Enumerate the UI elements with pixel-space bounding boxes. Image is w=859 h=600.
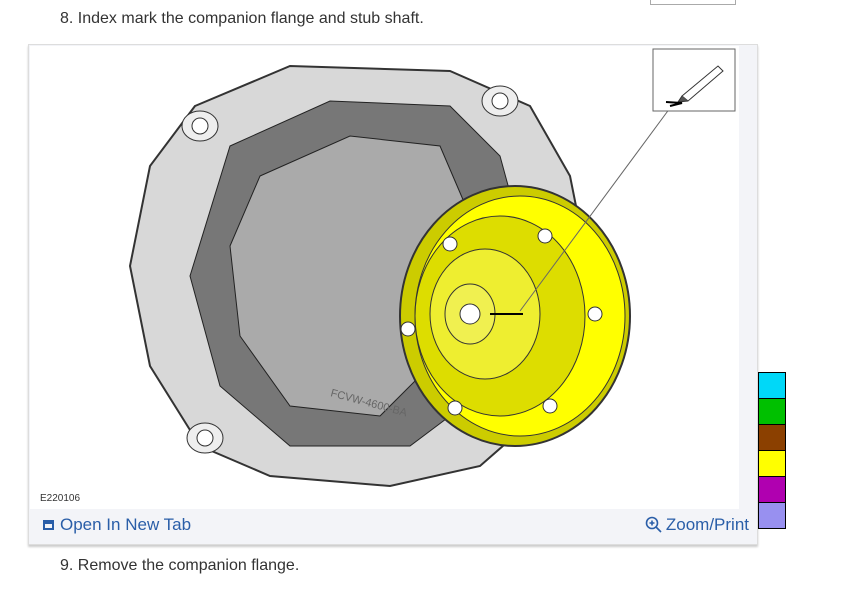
figure-image[interactable]: FCVW-4600-BA E220106 — [30, 46, 739, 509]
color-swatch-brown[interactable] — [758, 424, 786, 451]
color-swatch-lavender[interactable] — [758, 502, 786, 529]
zoom-print-link[interactable]: Zoom/Print — [645, 515, 749, 535]
zoom-in-icon — [645, 516, 662, 533]
flange-illustration: FCVW-4600-BA — [128, 48, 736, 488]
marker-inset-frame — [652, 48, 736, 112]
figure-id: E220106 — [40, 493, 81, 504]
step-8-text: 8. Index mark the companion flange and s… — [60, 10, 424, 27]
figure-card: FCVW-4600-BA E220106 Open In New Tab Zoo… — [28, 44, 758, 545]
open-in-new-tab-link[interactable]: Open In New Tab — [43, 515, 191, 535]
color-swatch-cyan[interactable] — [758, 372, 786, 399]
zoom-print-label: Zoom/Print — [665, 515, 749, 534]
color-swatch-green[interactable] — [758, 398, 786, 425]
color-swatch-yellow[interactable] — [758, 450, 786, 477]
color-swatch-magenta[interactable] — [758, 476, 786, 503]
step-9-text: 9. Remove the companion flange. — [60, 557, 300, 574]
marker-pen-icon — [665, 65, 724, 107]
open-in-new-tab-label: Open In New Tab — [60, 515, 192, 534]
previous-figure-frame — [650, 0, 736, 5]
open-new-tab-icon — [43, 520, 54, 530]
